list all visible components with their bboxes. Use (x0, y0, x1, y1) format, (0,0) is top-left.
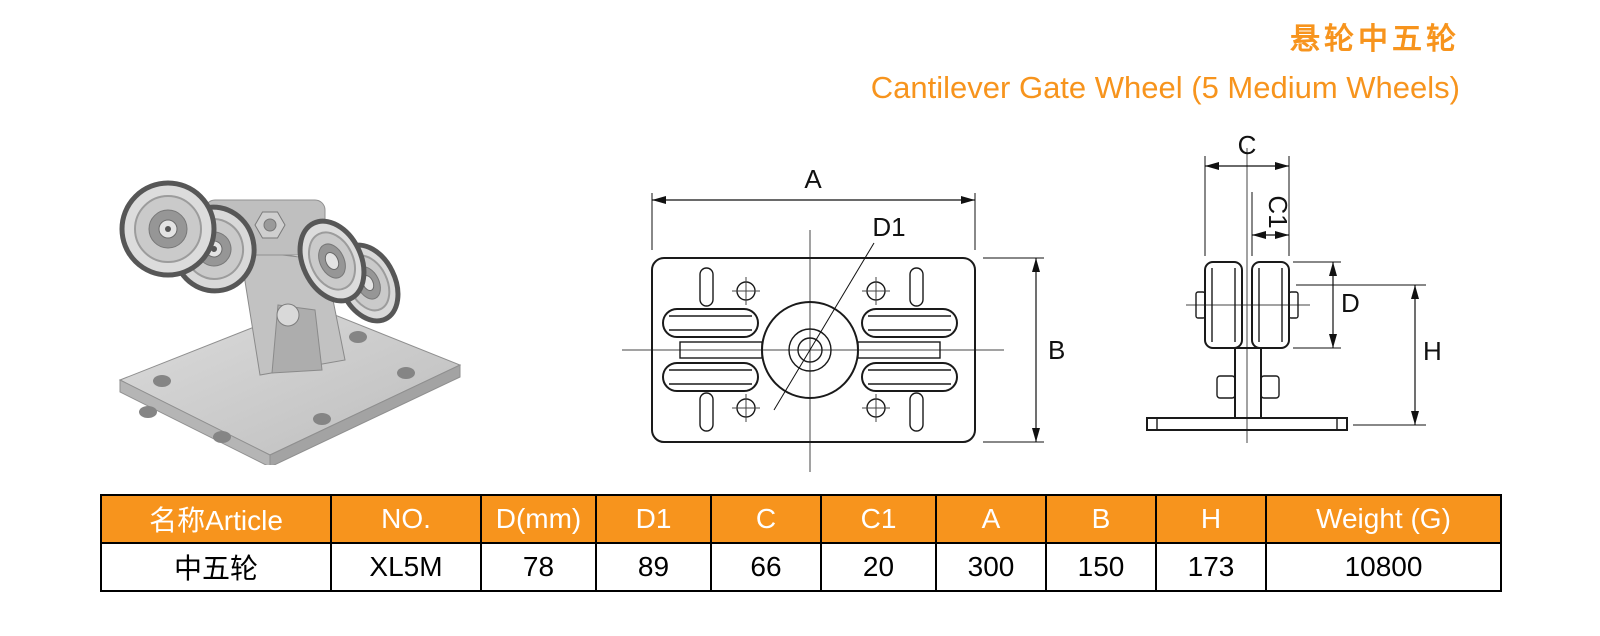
table-header-d1: D1 (595, 494, 712, 544)
table-cell-article: 中五轮 (100, 542, 332, 592)
table-header-article: 名称Article (100, 494, 332, 544)
table-cell-h: 173 (1155, 542, 1267, 592)
top-view-centerlines (622, 230, 1004, 472)
top-view-drawing: A B D1 (622, 164, 1065, 472)
side-view-wheels (1195, 261, 1299, 349)
dim-label-h: H (1423, 336, 1442, 366)
side-view-drawing: C C1 D H (1146, 130, 1442, 443)
dim-label-d: D (1341, 288, 1360, 318)
dimension-d1: D1 (773, 212, 906, 411)
photo-center-cap (254, 211, 286, 239)
dimension-c1: C1 (1251, 192, 1293, 256)
top-view-wheels (662, 308, 958, 392)
dim-label-d1: D1 (872, 212, 905, 242)
table-cell-c: 66 (710, 542, 822, 592)
table-header-c1: C1 (820, 494, 937, 544)
table-cell-no: XL5M (330, 542, 482, 592)
dimension-d: D (1293, 261, 1360, 349)
product-title-zh: 悬轮中五轮 (1290, 23, 1460, 56)
table-header-c: C (710, 494, 822, 544)
table-cell-c1: 20 (820, 542, 937, 592)
table-cell-weight: 10800 (1265, 542, 1502, 592)
table-header-d-mm: D(mm) (480, 494, 597, 544)
table-row: 中五轮 XL5M 78 89 66 20 300 150 173 10800 (100, 542, 1502, 592)
table-header-row: 名称Article NO. D(mm) D1 C C1 A B H Weight… (100, 494, 1502, 544)
dim-label-b: B (1048, 335, 1065, 365)
dimension-h: H (1296, 284, 1442, 426)
product-title-en: Cantilever Gate Wheel (5 Medium Wheels) (870, 70, 1460, 105)
dim-label-c1: C1 (1263, 195, 1293, 228)
photo-wheel-front-right (297, 218, 367, 304)
side-view-bracket-base (1146, 347, 1348, 431)
table-header-a: A (935, 494, 1047, 544)
dimension-a: A (651, 164, 976, 250)
dim-label-a: A (804, 164, 822, 194)
photo-wheel-front-left (119, 180, 217, 278)
top-view-slots-holes (699, 267, 924, 432)
table-header-h: H (1155, 494, 1267, 544)
page-header: 悬轮中五轮 Cantilever Gate Wheel (5 Medium Wh… (871, 14, 1460, 106)
photo-base-plate (118, 304, 462, 465)
table-cell-d1: 89 (595, 542, 712, 592)
table-header-b: B (1045, 494, 1157, 544)
dim-label-c: C (1238, 130, 1257, 160)
table-header-weight: Weight (G) (1265, 494, 1502, 544)
dimension-b: B (983, 257, 1065, 443)
spec-table: 名称Article NO. D(mm) D1 C C1 A B H Weight… (100, 494, 1502, 592)
product-photo (118, 180, 462, 465)
table-cell-d-mm: 78 (480, 542, 597, 592)
table-cell-b: 150 (1045, 542, 1157, 592)
table-header-no: NO. (330, 494, 482, 544)
table-cell-a: 300 (935, 542, 1047, 592)
dimension-c: C (1204, 130, 1290, 256)
